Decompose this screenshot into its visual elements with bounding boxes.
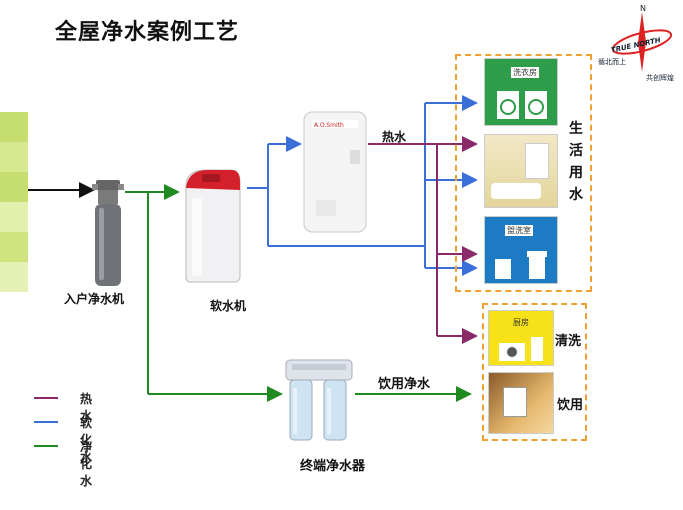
legend-label-hot: 热水 — [80, 392, 93, 423]
legend-label-softened: 软化水 — [80, 416, 93, 464]
softener-label: 软水机 — [210, 299, 247, 313]
terminal-purifier-label: 终端净水器 — [300, 459, 366, 474]
domestic-water-group — [455, 54, 592, 292]
logo-north-letter: N — [640, 4, 646, 13]
page-title: 全屋净水案例工艺 — [55, 20, 240, 45]
water-softener-device — [182, 166, 242, 284]
terminal-purifier-device — [284, 358, 354, 444]
domestic-char-3: 用 — [569, 165, 583, 181]
domestic-char-1: 生 — [569, 121, 583, 137]
water-heater-device: A.O.Smith — [302, 110, 368, 234]
logo-slogan-1: 循北而上 — [598, 57, 626, 66]
domestic-water-label: 生 活 用 水 — [568, 118, 584, 206]
washroom-image: 盥洗室 — [484, 216, 558, 284]
domestic-char-4: 水 — [569, 187, 583, 203]
company-logo: N TRUE NORTH 循北而上 共创辉煌 — [596, 2, 680, 92]
washroom-label: 盥洗室 — [505, 225, 533, 236]
laundry-room-image: 洗衣房 — [484, 58, 558, 126]
hot-water-label: 热水 — [382, 130, 407, 144]
inlet-purifier-device — [90, 180, 126, 288]
washing-label: 清洗 — [555, 334, 582, 349]
drinking-label: 饮用 — [557, 398, 584, 413]
legend-swatch-purified — [34, 445, 58, 447]
kitchen-group — [482, 303, 587, 441]
kitchen-label: 厨房 — [513, 318, 529, 327]
domestic-char-2: 活 — [569, 143, 583, 159]
bathroom-photo — [484, 134, 558, 208]
decorative-side-bar — [0, 112, 28, 317]
drinking-water-label: 饮用净水 — [378, 377, 431, 392]
laundry-room-label: 洗衣房 — [511, 67, 539, 78]
heater-brand-text: A.O.Smith — [314, 122, 344, 129]
kitchen-image: 厨房 — [488, 310, 554, 366]
inlet-purifier-label: 入户净水机 — [64, 292, 125, 306]
legend-swatch-hot — [34, 397, 58, 399]
logo-slogan-2: 共创辉煌 — [646, 73, 674, 82]
legend-swatch-softened — [34, 421, 58, 423]
legend: 热水 软化水 净化水 — [28, 390, 148, 488]
drinking-photo — [488, 372, 554, 434]
legend-label-purified: 净化水 — [80, 440, 93, 488]
